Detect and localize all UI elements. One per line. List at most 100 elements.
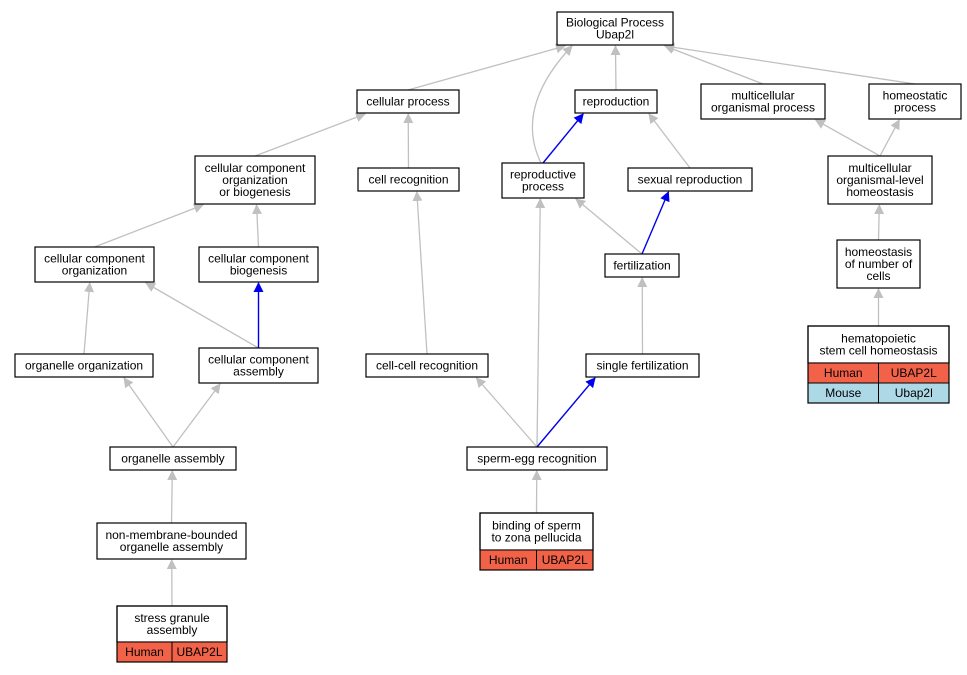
- node-label: homeostatic: [883, 89, 948, 103]
- node-label: to zona pellucida: [491, 531, 581, 545]
- node-box: [356, 89, 460, 114]
- node-label: Ubap2l: [596, 28, 634, 42]
- node-box: [466, 446, 608, 471]
- edge-ccr-to-cr: [412, 191, 428, 355]
- node-label: cell-cell recognition: [376, 359, 478, 373]
- edge-oa-to-oo: [123, 377, 174, 448]
- node-ser[interactable]: sperm-egg recognition: [466, 446, 608, 471]
- node-cr[interactable]: cell recognition: [357, 167, 460, 192]
- node-label: process: [894, 101, 936, 115]
- node-label: cellular component: [208, 252, 309, 266]
- edge-cca-to-cco: [145, 282, 259, 349]
- gene-label: Ubap2l: [895, 386, 933, 400]
- node-label: non-membrane-bounded: [105, 528, 237, 542]
- edge-rep-to-bp: [610, 45, 621, 91]
- node-label: of number of: [845, 257, 913, 271]
- node-label: cellular component: [44, 252, 145, 266]
- node-box: [194, 155, 316, 205]
- node-label: sperm-egg recognition: [477, 452, 596, 466]
- node-label: fertilization: [613, 259, 670, 273]
- node-box: [365, 353, 489, 378]
- node-box: [556, 11, 674, 46]
- node-box: [827, 155, 933, 205]
- node-label: Biological Process: [566, 16, 664, 30]
- node-frame: [807, 325, 950, 404]
- node-box: [627, 167, 753, 192]
- node-label: multicellular: [731, 89, 794, 103]
- edge-cco-to-ccob: [94, 203, 204, 248]
- node-label: assembly: [233, 365, 284, 379]
- edge-nmboa-to-oa: [167, 470, 178, 524]
- node-box: [14, 353, 154, 378]
- node-box: [604, 253, 680, 278]
- node-box: [836, 239, 921, 289]
- node-label: cells: [866, 269, 890, 283]
- node-ccr[interactable]: cell-cell recognition: [365, 353, 489, 378]
- edge-hp-to-bp: [664, 42, 916, 85]
- node-box: [868, 83, 962, 120]
- node-fert[interactable]: fertilization: [604, 253, 680, 278]
- species-label: Human: [824, 366, 863, 380]
- node-oo[interactable]: organelle organization: [14, 353, 154, 378]
- node-label: cellular process: [366, 95, 449, 109]
- edge-mop-to-bp: [664, 44, 764, 85]
- gene-label: UBAP2L: [891, 366, 937, 380]
- node-box: [574, 89, 658, 114]
- node-label: process: [522, 180, 564, 194]
- edge-oa-to-cca: [172, 383, 221, 448]
- node-label: homeostasis: [845, 245, 912, 259]
- node-label: stem cell homeostasis: [819, 344, 937, 358]
- node-label: organelle assembly: [121, 452, 224, 466]
- edge-molh-to-mop: [814, 119, 881, 157]
- node-label: reproduction: [583, 95, 650, 109]
- node-box: [34, 246, 155, 283]
- node-box: [357, 167, 460, 192]
- edge-ser-to-ccr: [475, 377, 538, 448]
- edge-ccb-to-ccob: [251, 204, 262, 248]
- node-label: homeostasis: [846, 185, 913, 199]
- species-label: Mouse: [825, 386, 861, 400]
- node-label: reproductive: [510, 168, 576, 182]
- node-frame: [479, 512, 594, 571]
- node-box: [700, 83, 826, 120]
- node-sf[interactable]: single fertilization: [585, 353, 700, 378]
- node-label: hematopoietic: [841, 332, 916, 346]
- node-label: cell recognition: [368, 173, 448, 187]
- node-rep[interactable]: reproduction: [574, 89, 658, 114]
- node-label: biogenesis: [230, 264, 287, 278]
- edges-layer: [83, 42, 916, 607]
- node-label: organelle organization: [25, 359, 143, 373]
- node-label: cellular component: [205, 161, 306, 175]
- node-label: organization: [222, 173, 287, 187]
- node-label: cellular component: [208, 353, 309, 367]
- edge-ser-to-sf: [536, 377, 596, 448]
- species-label: Human: [489, 553, 528, 567]
- node-label: organismal process: [711, 101, 815, 115]
- edge-ccob-to-cp: [254, 112, 366, 157]
- node-box: [501, 162, 585, 199]
- node-sr[interactable]: sexual reproduction: [627, 167, 753, 192]
- node-oa[interactable]: organelle assembly: [109, 446, 237, 471]
- node-box: [96, 522, 247, 560]
- edge-oo-to-cco: [83, 282, 95, 355]
- edge-hnc-to-molh: [874, 204, 885, 241]
- node-cp[interactable]: cellular process: [356, 89, 460, 114]
- edge-rp-to-rep: [542, 113, 584, 164]
- edge-fert-to-sr: [641, 191, 670, 255]
